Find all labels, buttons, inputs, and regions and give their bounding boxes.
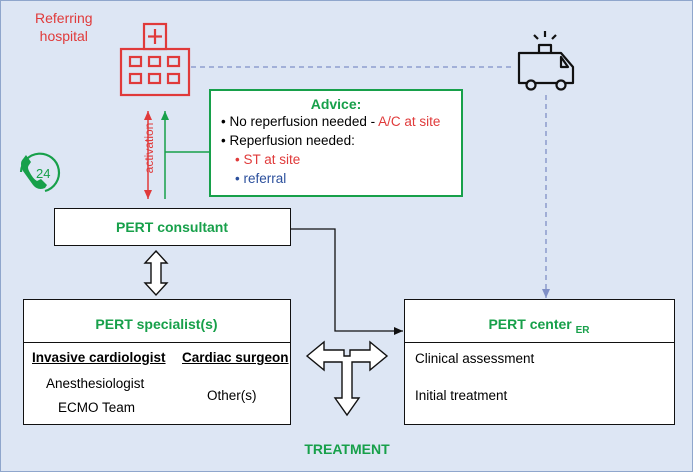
pert-center-box: PERT center ER Clinical assessment Initi… (404, 299, 675, 425)
pert-center-title: PERT center ER (405, 316, 673, 336)
advice-sub-1: • ST at site (235, 152, 300, 167)
advice-item-2-text: Reperfusion needed: (229, 133, 355, 148)
phone-24-icon (19, 152, 61, 193)
advice-box: Advice: • No reperfusion needed - A/C at… (209, 89, 463, 197)
referring-hospital-label: Referring hospital (35, 9, 93, 45)
advice-sub-1-text: ST at site (243, 152, 301, 167)
bullet-icon: • (221, 114, 230, 129)
clinical-assessment-label: Clinical assessment (415, 351, 535, 366)
advice-title: Advice: (310, 96, 362, 112)
pert-center-title-text: PERT center (488, 316, 572, 332)
advice-item-2: • Reperfusion needed: (221, 133, 355, 148)
pert-consultant-box: PERT consultant (54, 208, 291, 246)
advice-sub-2-text: referral (243, 171, 287, 186)
activation-label: activation (142, 122, 156, 174)
bullet-icon: • (235, 152, 244, 167)
others-label: Other(s) (207, 388, 257, 403)
bullet-icon: • (221, 133, 230, 148)
referring-hospital-line2: hospital (39, 28, 88, 44)
advice-item-1-suffix: A/C at site (378, 114, 441, 129)
ambulance-icon (517, 31, 575, 91)
pert-specialists-box: PERT specialist(s) Invasive cardiologist… (23, 299, 291, 425)
advice-item-1-prefix: No reperfusion needed - (229, 114, 379, 129)
treatment-label: TREATMENT (304, 441, 390, 457)
pert-specialists-title: PERT specialist(s) (95, 316, 218, 332)
anesthesiologist-label: Anesthesiologist (46, 376, 145, 391)
referring-hospital-line1: Referring (35, 10, 93, 26)
advice-item-1: • No reperfusion needed - A/C at site (221, 114, 440, 129)
center-divider (405, 342, 674, 343)
advice-sub-2: • referral (235, 171, 286, 186)
pert-center-subscript: ER (575, 324, 590, 336)
cardiac-surgeon-header: Cardiac surgeon (182, 350, 289, 365)
treatment-cross-arrow (305, 340, 389, 417)
hospital-icon (119, 22, 191, 97)
invasive-cardiologist-header: Invasive cardiologist (32, 350, 166, 365)
phone-24-number: 24 (36, 166, 51, 181)
bullet-icon: • (235, 171, 244, 186)
specialists-divider (24, 342, 290, 343)
initial-treatment-label: Initial treatment (415, 388, 508, 403)
ecmo-team-label: ECMO Team (58, 400, 136, 415)
consultant-specialists-double-arrow (143, 249, 169, 297)
consultant-to-center-arrow (291, 228, 403, 335)
pert-consultant-label: PERT consultant (115, 219, 228, 235)
